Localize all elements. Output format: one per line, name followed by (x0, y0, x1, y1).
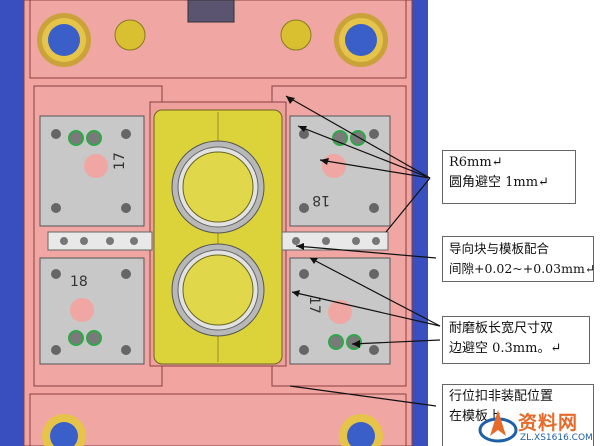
guide-block-right (281, 231, 389, 251)
wear-plate-bottom-left (39, 257, 145, 365)
part-label-top-right: 18 (312, 192, 330, 208)
guide-bushing-bottom-right (339, 414, 383, 446)
wear-plate-top-left (39, 115, 145, 227)
annotation-wear-plate-relief: 耐磨板长宽尺寸双 边避空 0.3mm。↵ (442, 316, 590, 364)
cavity-ring-top (171, 140, 265, 234)
annotation-radius-relief: R6mm↵ 圆角避空 1mm↵ (442, 150, 576, 204)
part-label-bottom-left: 18 (70, 274, 88, 290)
cavity-ring-bottom (171, 243, 265, 337)
watermark-logo-icon (478, 410, 518, 443)
watermark: 资料网 ZL.XS1616.COM (476, 406, 600, 446)
guide-bushing-bottom-left (42, 414, 86, 446)
watermark-title: 资料网 (518, 412, 579, 434)
annotation-line: 耐磨板长宽尺寸双 (449, 321, 554, 336)
annotation-slide-anti-misassembly: 行位扣非装配位置 在模板上 (442, 384, 594, 446)
frame-left (0, 0, 24, 446)
annotation-line: 边避空 0.3mm。↵ (449, 341, 562, 356)
guide-block-left (47, 231, 153, 251)
leader-lines (285, 95, 441, 407)
guide-bushing-top-right (334, 13, 388, 67)
watermark-url: ZL.XS1616.COM (520, 433, 593, 443)
annotation-line: 圆角避空 1mm↵ (449, 175, 549, 190)
guide-bushing-top-left (37, 13, 91, 67)
annotation-line: 行位扣非装配位置 (449, 389, 554, 404)
connector-block (187, 0, 235, 23)
wear-plate-top-right (289, 115, 391, 227)
leader-arrowheads (286, 96, 360, 348)
locating-pin-right (280, 19, 312, 51)
locating-pin-left (114, 19, 146, 51)
annotation-guide-block-clearance: 导向块与模板配合 间隙+0.02~+0.03mm↵ (442, 236, 596, 282)
frame-right (412, 0, 428, 446)
part-label-top-left: 17 (112, 152, 128, 170)
part-label-bottom-right: 17 (306, 296, 322, 314)
annotation-line: 导向块与模板配合 (449, 241, 550, 256)
annotation-line: 间隙+0.02~+0.03mm↵ (449, 261, 596, 276)
annotation-line: R6mm↵ (449, 155, 503, 170)
